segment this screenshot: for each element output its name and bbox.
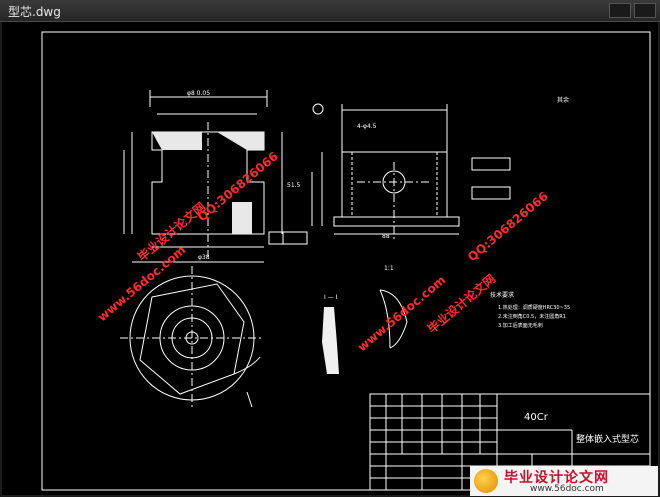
scale-label: 1:1 bbox=[384, 265, 394, 272]
tech-req-line-1: 1.热处理：调质硬度HRC30~35 bbox=[498, 304, 570, 311]
drawing-border bbox=[41, 31, 651, 491]
section-label: I — I bbox=[324, 294, 338, 301]
window-controls bbox=[609, 3, 656, 18]
section-detail bbox=[322, 289, 408, 374]
drawing-canvas[interactable]: φ8 0.05 51.5 φ38 88 4-φ4.5 bbox=[2, 22, 658, 495]
dim-label: 88 bbox=[382, 233, 390, 240]
tech-req-line-3: 3.加工后表面无毛刺 bbox=[498, 322, 543, 329]
top-view bbox=[120, 266, 264, 410]
minimize-button[interactable] bbox=[609, 3, 631, 18]
tech-req-line-2: 2.未注倒角C0.5，未注圆角R1 bbox=[498, 313, 566, 320]
logo-badge-icon bbox=[474, 469, 498, 493]
dim-label: 51.5 bbox=[287, 182, 301, 189]
tech-req-title: 技术要求 bbox=[490, 291, 514, 299]
part-name: 整体嵌入式型芯 bbox=[576, 433, 639, 445]
cad-drawing: φ8 0.05 51.5 φ38 88 4-φ4.5 bbox=[41, 31, 651, 491]
dim-label: φ8 0.05 bbox=[187, 90, 210, 97]
side-view bbox=[311, 104, 511, 242]
material-label: 40Cr bbox=[524, 412, 549, 423]
watermark-site: www.56doc.com bbox=[355, 273, 448, 355]
maximize-button[interactable] bbox=[634, 3, 656, 18]
title-block bbox=[369, 393, 651, 491]
dim-label: φ38 bbox=[198, 254, 210, 261]
watermark-qq: QQ:306826066 bbox=[465, 189, 551, 264]
front-section-view bbox=[123, 90, 308, 263]
window-titlebar: 型芯.dwg bbox=[0, 0, 660, 22]
dim-label: 4-φ4.5 bbox=[357, 123, 377, 130]
logo-site-text: www.56doc.com bbox=[530, 484, 604, 494]
logo-brand-text: 毕业设计论文网 bbox=[504, 470, 609, 486]
surface-label: 其余 bbox=[557, 96, 569, 104]
window-title: 型芯.dwg bbox=[8, 5, 61, 19]
site-logo-banner: 毕业设计论文网 www.56doc.com bbox=[470, 466, 658, 496]
